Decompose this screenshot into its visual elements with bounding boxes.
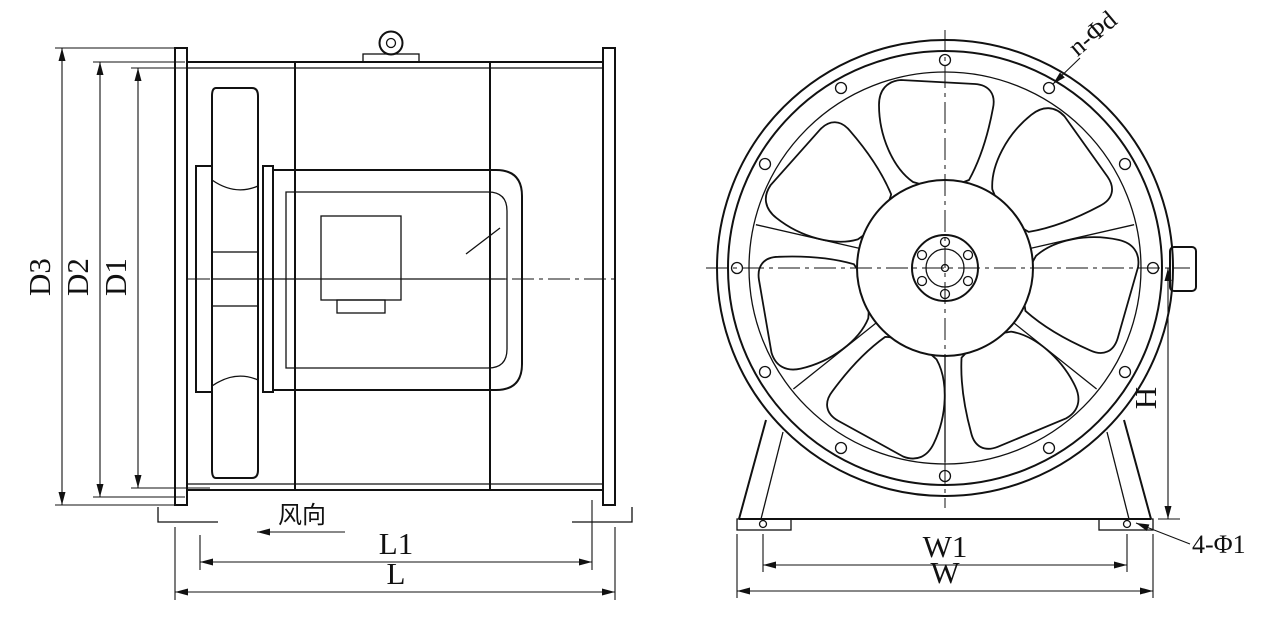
foot-hole-label: 4-Φ1 <box>1192 530 1246 559</box>
dim-label-W1: W1 <box>923 529 968 564</box>
dim-label-W: W <box>930 555 960 590</box>
dim-label-L1: L1 <box>379 526 413 561</box>
bolt-hole <box>1042 441 1056 455</box>
left-flange <box>174 47 188 506</box>
motor-body-inner <box>285 191 508 369</box>
airflow-direction: 风向 <box>257 501 345 536</box>
bolt-hole <box>1118 365 1132 379</box>
inner-struts <box>755 224 1135 462</box>
impeller <box>195 87 259 479</box>
fan-blade <box>960 330 1080 450</box>
bolt-hole-leader <box>1052 57 1081 85</box>
dimension-W: W <box>736 534 1154 598</box>
foot-hole <box>758 519 768 529</box>
bolt-hole <box>834 441 848 455</box>
bolt-hole <box>758 365 772 379</box>
bolt-hole <box>834 81 848 95</box>
left-foot-bracket <box>157 507 218 523</box>
dimension-L: L <box>174 527 616 600</box>
hub-bolt <box>916 275 928 287</box>
dimension-W1: W1 <box>762 529 1128 572</box>
motor-body <box>272 169 523 391</box>
bolt-hole <box>1042 81 1056 95</box>
bolt-hole <box>758 157 772 171</box>
dimension-D1: D1 <box>98 67 210 489</box>
bolt-hole <box>938 53 952 67</box>
hub-bolt <box>916 249 928 261</box>
dimension-D3: D3 <box>22 47 175 506</box>
foot-hole <box>1122 519 1132 529</box>
dim-label-D2: D2 <box>60 258 95 296</box>
bolt-hole-label: n-Φd <box>1063 5 1123 62</box>
left-foot <box>736 518 792 531</box>
fan-blades <box>757 79 1140 460</box>
dim-label-D3: D3 <box>22 258 57 296</box>
side-view: D3 D2 D1 风向 L1 L <box>22 30 633 600</box>
callout-foot-holes: 4-Φ1 <box>1135 522 1246 559</box>
dim-label-L: L <box>387 556 406 591</box>
front-view: n-Φd H W1 W 4-Φ1 <box>706 5 1246 598</box>
right-leg <box>1123 419 1152 520</box>
impeller-blades <box>211 87 259 479</box>
right-flange <box>602 47 616 506</box>
dimension-D2: D2 <box>60 61 185 498</box>
right-foot-bracket <box>572 507 633 523</box>
fan-blade <box>757 255 870 371</box>
foot-hole-leader <box>1135 522 1191 545</box>
dimension-H: H <box>1128 268 1180 520</box>
dim-label-H: H <box>1128 387 1163 409</box>
fan-blade <box>991 107 1113 233</box>
dimension-L1: L1 <box>199 500 593 570</box>
right-foot <box>1098 518 1154 531</box>
lifting-eye <box>362 30 420 63</box>
fan-blade <box>764 121 893 243</box>
dim-label-D1: D1 <box>98 258 133 296</box>
hub-bolt <box>962 249 974 261</box>
left-leg <box>738 419 767 520</box>
fan-blade <box>878 79 995 188</box>
motor-core <box>320 215 402 301</box>
hub-bolt <box>962 275 974 287</box>
fan-blade <box>1023 236 1140 354</box>
support-stand <box>736 419 1154 531</box>
airflow-label: 风向 <box>278 501 326 529</box>
bolt-hole <box>1118 157 1132 171</box>
fan-blade <box>826 335 946 460</box>
